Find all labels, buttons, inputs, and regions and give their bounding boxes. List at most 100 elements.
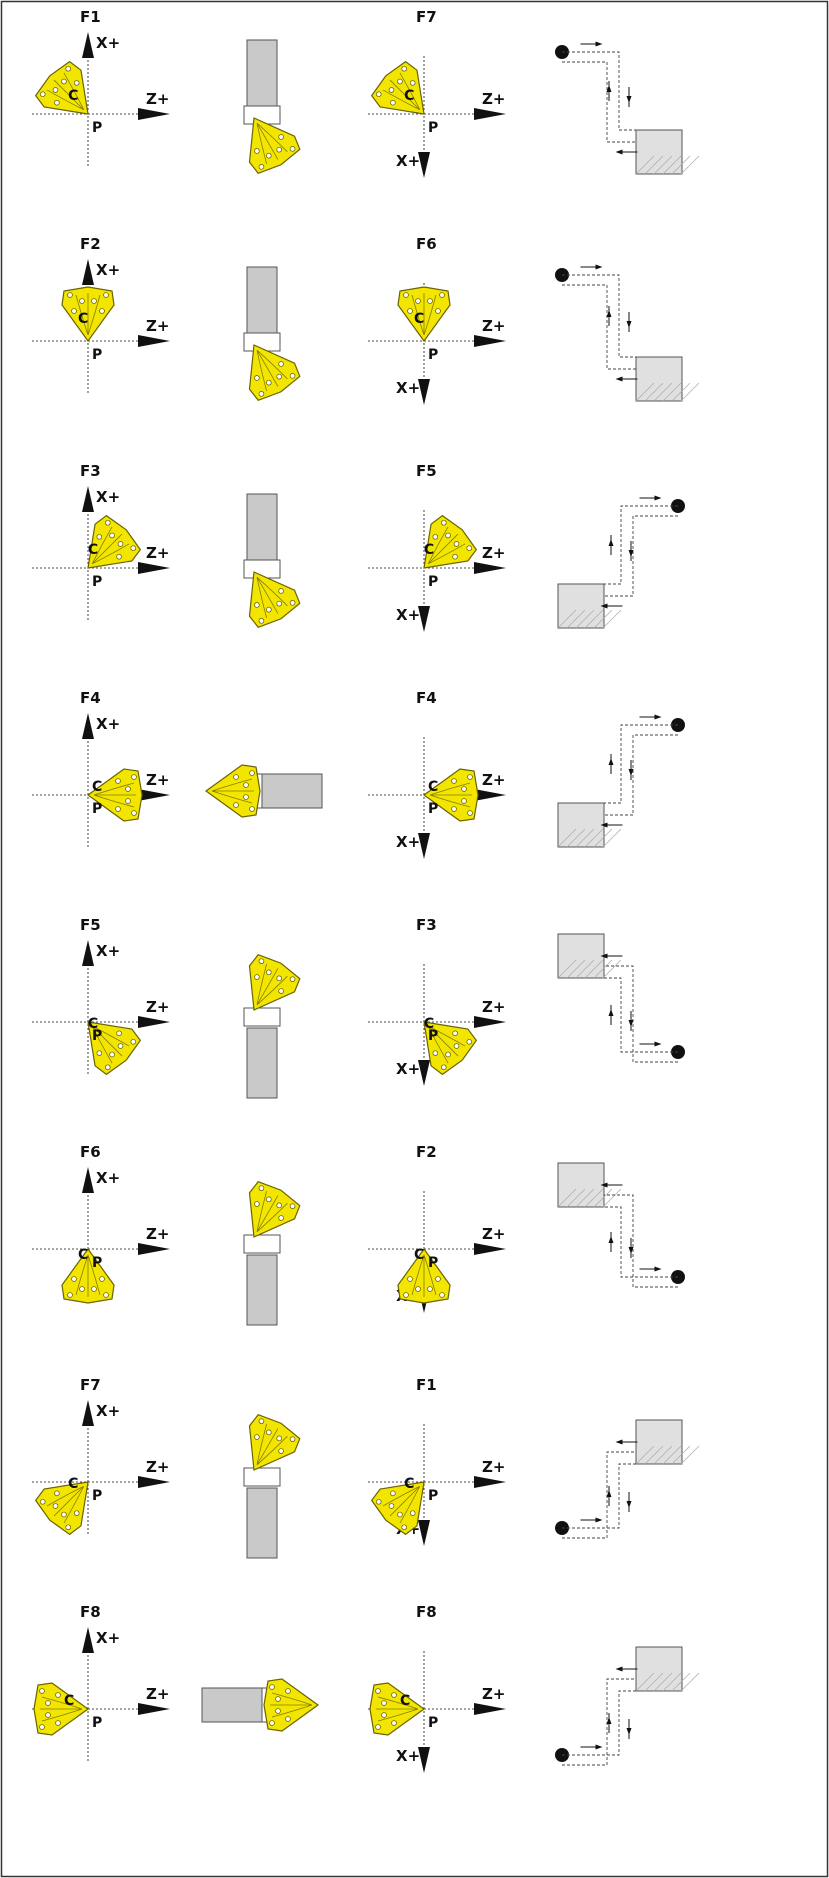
z-axis-label: Z+ (146, 1685, 169, 1703)
point-p-label: P (92, 1715, 102, 1731)
cutting-insert-icon (87, 514, 142, 569)
factor-label: F2 (80, 235, 101, 253)
cutting-insert-icon (86, 768, 143, 822)
cutting-insert-icon (423, 1021, 478, 1076)
x-axis-label: X+ (96, 34, 120, 52)
z-axis-label: Z+ (146, 1225, 169, 1243)
right-axis-diagram-row-2: Z+ X+ F6C P (368, 235, 506, 405)
x-axis-label: X+ (96, 261, 120, 279)
z-axis-label: Z+ (482, 544, 505, 562)
z-axis-label: Z+ (146, 1458, 169, 1476)
point-c-label: C (414, 311, 424, 327)
cutting-insert-icon (422, 768, 479, 822)
cutting-insert-icon (61, 1247, 115, 1304)
machining-path-row-1 (555, 41, 700, 175)
point-c-label: C (78, 1247, 88, 1263)
cutting-insert-icon (263, 1678, 320, 1732)
z-axis-label: Z+ (482, 1458, 505, 1476)
point-c-label: C (78, 311, 88, 327)
factor-label: F4 (416, 689, 437, 707)
z-axis-label: Z+ (146, 90, 169, 108)
factor-label: F1 (416, 1376, 437, 1394)
factor-label: F8 (80, 1603, 101, 1621)
x-axis-label: X+ (96, 942, 120, 960)
x-axis-label: X+ (396, 833, 420, 851)
x-axis-label: X+ (396, 379, 420, 397)
cutting-insert-icon (370, 60, 425, 115)
x-axis-label: X+ (396, 1747, 420, 1765)
point-c-label: C (414, 1247, 424, 1263)
cutting-insert-icon (34, 60, 89, 115)
point-p-label: P (92, 1028, 102, 1044)
point-p-label: P (428, 347, 438, 363)
point-p-label: P (428, 801, 438, 817)
cutting-insert-icon (423, 514, 478, 569)
x-axis-label: X+ (96, 1402, 120, 1420)
point-c-label: C (88, 542, 98, 558)
z-axis-label: Z+ (146, 771, 169, 789)
tool-holder-icon-row-8 (201, 1678, 320, 1732)
point-c-label: C (68, 88, 78, 104)
cutting-insert-icon (34, 1481, 89, 1536)
z-axis-label: Z+ (146, 544, 169, 562)
point-p-label: P (92, 1255, 102, 1271)
factor-label: F5 (80, 916, 101, 934)
x-axis-label: X+ (96, 488, 120, 506)
z-axis-label: Z+ (482, 317, 505, 335)
cutting-insert-icon (248, 571, 301, 629)
machining-path-row-5 (557, 933, 685, 1063)
tool-holder-icon-row-1 (243, 39, 301, 175)
cutting-insert-icon (248, 1180, 301, 1238)
point-c-label: C (428, 779, 438, 795)
point-c-label: C (64, 1693, 74, 1709)
machining-path-row-7 (555, 1419, 700, 1539)
factor-label: F4 (80, 689, 101, 707)
point-p-label: P (428, 574, 438, 590)
machining-path-row-3 (557, 495, 685, 629)
point-c-label: C (404, 88, 414, 104)
factor-label: F5 (416, 462, 437, 480)
point-p-label: P (428, 1255, 438, 1271)
z-axis-label: Z+ (482, 771, 505, 789)
tool-holder-icon-row-5 (243, 953, 301, 1099)
point-c-label: C (68, 1476, 78, 1492)
cutting-insert-icon (397, 286, 451, 343)
x-axis-label: X+ (396, 152, 420, 170)
cutting-insert-icon (61, 286, 115, 343)
x-axis-label: X+ (96, 715, 120, 733)
tool-holder-icon-row-4 (204, 764, 323, 818)
tool-holder-icon-row-2 (243, 266, 301, 402)
z-axis-label: Z+ (482, 1685, 505, 1703)
tool-holder-icon-row-6 (243, 1180, 301, 1326)
point-c-label: C (424, 542, 434, 558)
cutting-insert-icon (369, 1682, 426, 1736)
point-p-label: P (92, 120, 102, 136)
z-axis-label: Z+ (482, 1225, 505, 1243)
cutting-insert-icon (370, 1481, 425, 1536)
x-axis-label: X+ (396, 1060, 420, 1078)
point-p-label: P (428, 1715, 438, 1731)
point-p-label: P (428, 1028, 438, 1044)
point-c-label: C (424, 1016, 434, 1032)
tool-holder-icon-row-3 (243, 493, 301, 629)
factor-label: F8 (416, 1603, 437, 1621)
z-axis-label: Z+ (146, 998, 169, 1016)
cutting-insert-icon (248, 1413, 301, 1471)
cutting-insert-icon (248, 344, 301, 402)
factor-label: F6 (416, 235, 437, 253)
z-axis-label: Z+ (146, 317, 169, 335)
factor-label: F7 (416, 8, 437, 26)
